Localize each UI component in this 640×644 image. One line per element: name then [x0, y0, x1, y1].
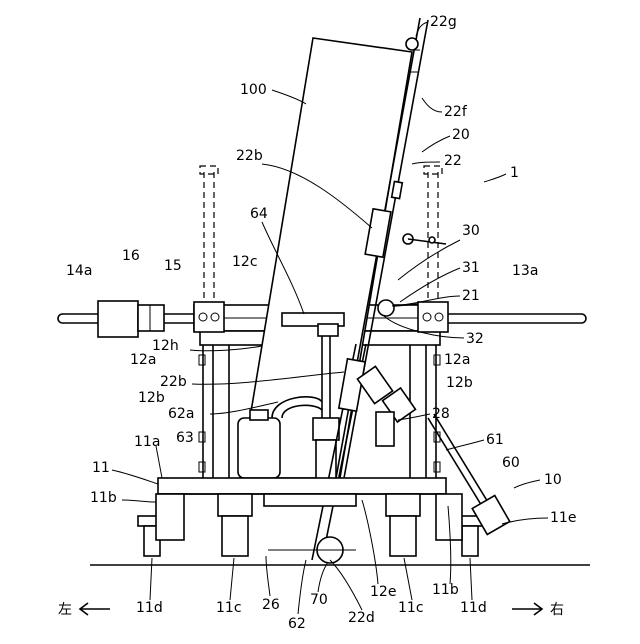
label-15: 15 [164, 258, 182, 274]
direction-right: 右 [550, 602, 564, 618]
label-11e: 11e [550, 510, 576, 526]
left-post-block [194, 302, 224, 332]
label-12a-right: 12a [444, 352, 470, 368]
label-70: 70 [310, 592, 328, 608]
clamp-16 [98, 301, 164, 337]
label-22d: 22d [348, 610, 375, 626]
label-22f: 22f [444, 104, 468, 120]
tank-63 [238, 410, 280, 478]
label-12a-left: 12a [130, 352, 156, 368]
wheel-11c-left [218, 494, 252, 556]
label-28: 28 [432, 406, 450, 422]
label-31: 31 [462, 260, 480, 276]
label-10: 10 [544, 472, 562, 488]
label-22b-mid: 22b [160, 374, 187, 390]
label-12c: 12c [232, 254, 258, 270]
label-32: 32 [466, 331, 484, 347]
label-11b-left: 11b [90, 490, 117, 506]
label-13a: 13a [512, 263, 538, 279]
label-62: 62 [288, 616, 306, 632]
label-12b-right: 12b [446, 375, 473, 391]
label-11c-left: 11c [216, 600, 242, 616]
label-61: 61 [486, 432, 504, 448]
label-11d-left: 11d [136, 600, 163, 616]
label-100: 100 [240, 82, 267, 98]
label-22b-top: 22b [236, 148, 263, 164]
label-22g: 22g [430, 14, 457, 30]
label-60: 60 [502, 455, 520, 471]
label-12b-left: 12b [138, 390, 165, 406]
label-22: 22 [444, 153, 462, 169]
label-11: 11 [92, 460, 110, 476]
label-30: 30 [462, 223, 480, 239]
label-20: 20 [452, 127, 470, 143]
label-11b-right: 11b [432, 582, 459, 598]
label-62a: 62a [168, 406, 194, 422]
handle-30 [403, 234, 446, 244]
direction-left: 左 [58, 602, 72, 618]
label-21: 21 [462, 288, 480, 304]
label-11c-right: 11c [398, 600, 424, 616]
label-63: 63 [176, 430, 194, 446]
wheel-11c-right [386, 494, 420, 556]
label-14a: 14a [66, 263, 92, 279]
label-1: 1 [510, 165, 519, 181]
label-64: 64 [250, 206, 268, 222]
label-12e: 12e [370, 584, 396, 600]
label-11d-right: 11d [460, 600, 487, 616]
label-26: 26 [262, 597, 280, 613]
clamp-28 [357, 366, 415, 446]
right-post-block [418, 302, 448, 332]
label-16: 16 [122, 248, 140, 264]
